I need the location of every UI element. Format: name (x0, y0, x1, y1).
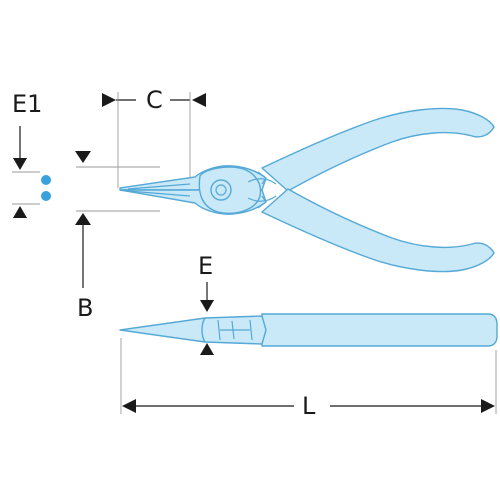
jaw-groove-line-2 (127, 190, 191, 197)
label-e: E (198, 252, 213, 280)
c-arrow-left (102, 93, 116, 107)
e-arrow-down (200, 300, 214, 312)
b-arrow-up (75, 213, 91, 225)
hinge-notch-upper (257, 171, 267, 185)
dimension-l: L (120, 338, 497, 420)
dimension-e: E (198, 252, 214, 355)
joint-detail-4 (249, 319, 253, 341)
e1-arrow-up (13, 206, 27, 218)
dimension-e1: E1 (12, 90, 51, 218)
hinge-notch-lower (257, 195, 267, 209)
spring-lower (247, 195, 277, 202)
e1-marker-dot-bottom (41, 191, 51, 201)
c-arrow-right (192, 93, 206, 107)
pliers-side-view (119, 107, 495, 273)
label-l: L (302, 392, 316, 420)
l-arrow-right (481, 399, 495, 413)
dimension-c: C (102, 86, 206, 188)
tapered-jaws (119, 317, 206, 343)
pivot-rivet-inner (215, 184, 227, 196)
b-arrow-down (75, 151, 91, 163)
l-arrow-left (122, 399, 136, 413)
label-e1: E1 (12, 90, 42, 118)
pivot-rivet (210, 179, 232, 201)
e-arrow-up (200, 343, 214, 355)
e1-marker-dot-top (41, 175, 51, 185)
label-c: C (146, 86, 163, 114)
spring-upper (247, 178, 277, 185)
pliers-top-view (119, 313, 498, 347)
handle-body (261, 313, 498, 347)
label-b: B (77, 294, 93, 322)
dimension-b: B (75, 151, 160, 322)
lower-handle (261, 188, 495, 273)
e1-arrow-down (13, 158, 27, 170)
upper-handle (261, 107, 495, 192)
joint-detail-1 (217, 319, 221, 341)
jaw-groove-line (127, 183, 191, 190)
